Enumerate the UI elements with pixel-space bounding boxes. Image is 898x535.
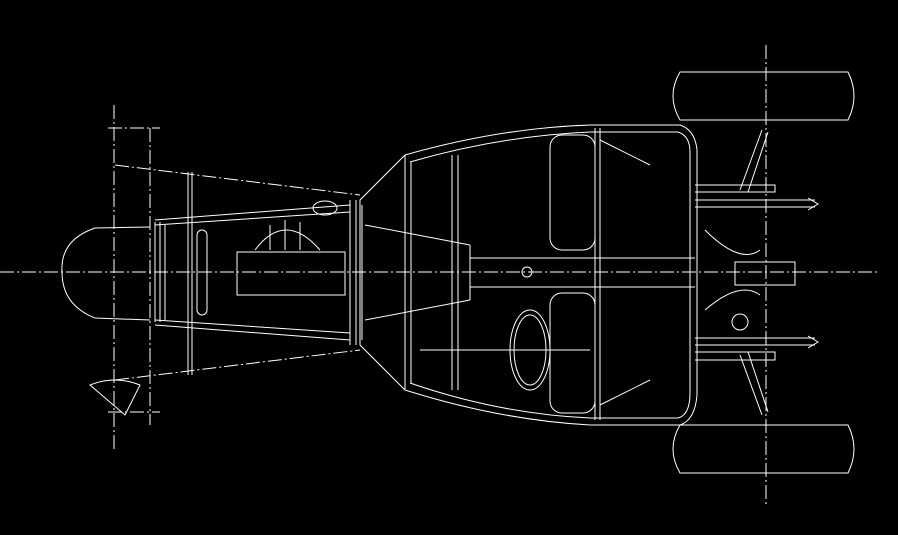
pivot (731, 313, 749, 331)
front-slot (196, 229, 208, 316)
firewall (349, 200, 363, 345)
braces (420, 139, 651, 406)
axle-arrows (807, 197, 819, 349)
construction-line-bottom (114, 349, 361, 381)
main-chassis (359, 124, 698, 426)
rear-suspension (695, 129, 819, 416)
tunnel-rails (470, 257, 695, 288)
nose-cone (61, 226, 151, 321)
front-nose (61, 222, 166, 416)
construction-line-top (114, 164, 361, 196)
nose-bulkhead (154, 222, 166, 322)
gear-lever (521, 266, 533, 278)
engine-block (236, 251, 346, 296)
centerlines (0, 45, 880, 505)
rear-wheels (672, 71, 855, 474)
rear-wheel-bottom (672, 424, 855, 474)
filter (312, 200, 338, 216)
front-crossmember (187, 172, 193, 375)
differential (734, 261, 796, 286)
seat-left (549, 134, 596, 251)
diff-mounts (704, 229, 761, 311)
chassis-outer (359, 124, 698, 426)
trailing-links (739, 129, 769, 416)
front-frame (154, 172, 363, 375)
rear-wheel-top (672, 71, 855, 121)
bulkhead (404, 155, 412, 390)
spring-plates (695, 184, 776, 361)
seat-crossmember (451, 155, 459, 390)
axle-tubes (695, 199, 815, 346)
front-wheel-arc (89, 379, 141, 416)
chassis-inner (409, 131, 691, 419)
front-rails (154, 204, 351, 341)
carburettor (254, 220, 321, 251)
